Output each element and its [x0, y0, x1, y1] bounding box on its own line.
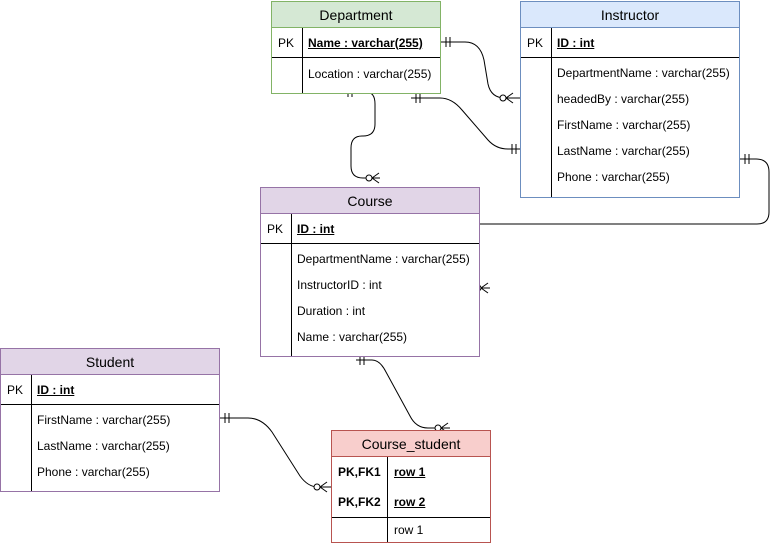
department-pk-field: Name : varchar(255) — [308, 35, 423, 50]
department-attr-location: Location : varchar(255) — [308, 67, 432, 81]
student-pk-divider — [31, 375, 32, 404]
instructor-pk-row: PK ID : int — [521, 28, 739, 58]
course-pk-row: PK ID : int — [261, 214, 479, 244]
course-student-key-row-1: PK,FK1 row 1 — [332, 457, 490, 487]
instructor-title: Instructor — [521, 2, 739, 28]
course-student-attr-1: row 1 — [394, 523, 424, 537]
course-pk-label: PK — [267, 221, 284, 236]
instructor-attr-divider — [551, 58, 552, 197]
course-pk-divider — [291, 214, 292, 243]
edge-department-course — [343, 87, 380, 184]
instructor-attributes: DepartmentName : varchar(255) headedBy :… — [521, 58, 739, 197]
course-student-entity[interactable]: Course_student PK,FK1 row 1 PK,FK2 row 2… — [331, 430, 491, 543]
department-attributes: Location : varchar(255) — [272, 58, 440, 93]
department-title: Department — [272, 2, 440, 28]
department-pk-row: PK Name : varchar(255) — [272, 28, 440, 58]
student-attr-firstname: FirstName : varchar(255) — [37, 413, 171, 427]
course-student-key-value-2: row 2 — [394, 495, 426, 509]
edge-student-coursestudent — [220, 413, 331, 493]
course-attr-divider — [291, 244, 292, 356]
course-student-title: Course_student — [332, 431, 490, 457]
student-pk-label: PK — [7, 382, 24, 397]
department-pk-label: PK — [278, 35, 295, 50]
edge-department-instructor-departmentname — [441, 37, 520, 104]
edge-department-instructor-headedby — [411, 93, 520, 154]
course-pk-field: ID : int — [297, 221, 335, 236]
instructor-attr-firstname: FirstName : varchar(255) — [557, 118, 691, 132]
edge-course-coursestudent — [356, 355, 450, 434]
course-student-key-value-1: row 1 — [394, 465, 426, 479]
student-attr-divider — [31, 405, 32, 491]
course-student-key-row-2: PK,FK2 row 2 — [332, 487, 490, 517]
course-student-attr-row: row 1 — [332, 517, 490, 542]
course-student-key-label-1: PK,FK1 — [338, 465, 381, 479]
student-attributes: FirstName : varchar(255) LastName : varc… — [1, 405, 219, 491]
course-student-key-label-2: PK,FK2 — [338, 495, 381, 509]
instructor-attr-departmentname: DepartmentName : varchar(255) — [557, 66, 730, 80]
department-attr-divider — [302, 58, 303, 93]
course-entity[interactable]: Course PK ID : int DepartmentName : varc… — [260, 187, 480, 357]
course-attr-departmentname: DepartmentName : varchar(255) — [297, 252, 470, 266]
course-attributes: DepartmentName : varchar(255) Instructor… — [261, 244, 479, 356]
student-entity[interactable]: Student PK ID : int FirstName : varchar(… — [0, 348, 220, 492]
course-title: Course — [261, 188, 479, 214]
course-student-divider — [387, 457, 388, 542]
student-title: Student — [1, 349, 219, 375]
department-entity[interactable]: Department PK Name : varchar(255) Locati… — [271, 1, 441, 94]
student-pk-row: PK ID : int — [1, 375, 219, 405]
instructor-attr-phone: Phone : varchar(255) — [557, 170, 670, 184]
student-attr-lastname: LastName : varchar(255) — [37, 439, 170, 453]
instructor-entity[interactable]: Instructor PK ID : int DepartmentName : … — [520, 1, 740, 198]
department-pk-divider — [302, 28, 303, 57]
student-attr-phone: Phone : varchar(255) — [37, 465, 150, 479]
course-attr-name: Name : varchar(255) — [297, 330, 408, 344]
course-attr-duration: Duration : int — [297, 304, 366, 318]
student-pk-field: ID : int — [37, 382, 75, 397]
instructor-pk-field: ID : int — [557, 35, 595, 50]
instructor-attr-lastname: LastName : varchar(255) — [557, 144, 690, 158]
instructor-pk-divider — [551, 28, 552, 57]
instructor-attr-headedby: headedBy : varchar(255) — [557, 92, 690, 106]
course-attr-instructorid: InstructorID : int — [297, 278, 382, 292]
instructor-pk-label: PK — [527, 35, 544, 50]
